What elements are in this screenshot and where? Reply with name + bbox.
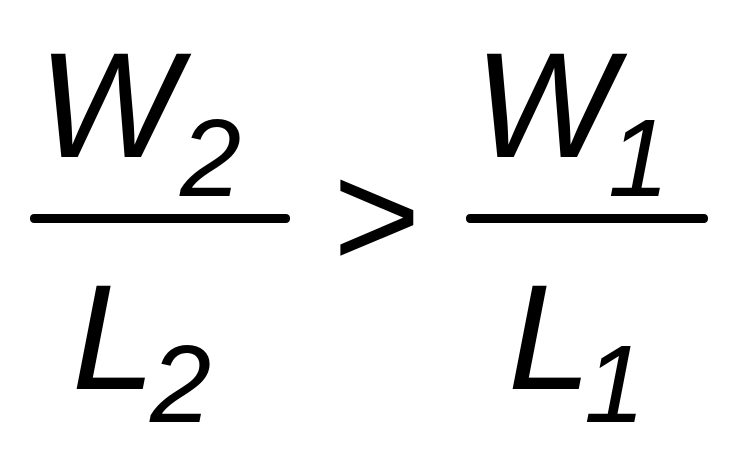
right-numerator-subscript: 1 bbox=[608, 97, 670, 220]
left-fraction-bar bbox=[30, 214, 290, 223]
right-fraction-bar bbox=[466, 214, 708, 223]
right-denominator-subscript: 1 bbox=[584, 323, 646, 446]
greater-than-operator: > bbox=[333, 131, 421, 299]
right-denominator-symbol: L bbox=[508, 253, 592, 421]
right-numerator-symbol: W bbox=[474, 21, 616, 189]
left-denominator-subscript: 2 bbox=[150, 323, 212, 446]
left-denominator-symbol: L bbox=[72, 253, 156, 421]
left-numerator-subscript: 2 bbox=[180, 97, 242, 220]
left-numerator-symbol: W bbox=[38, 21, 180, 189]
